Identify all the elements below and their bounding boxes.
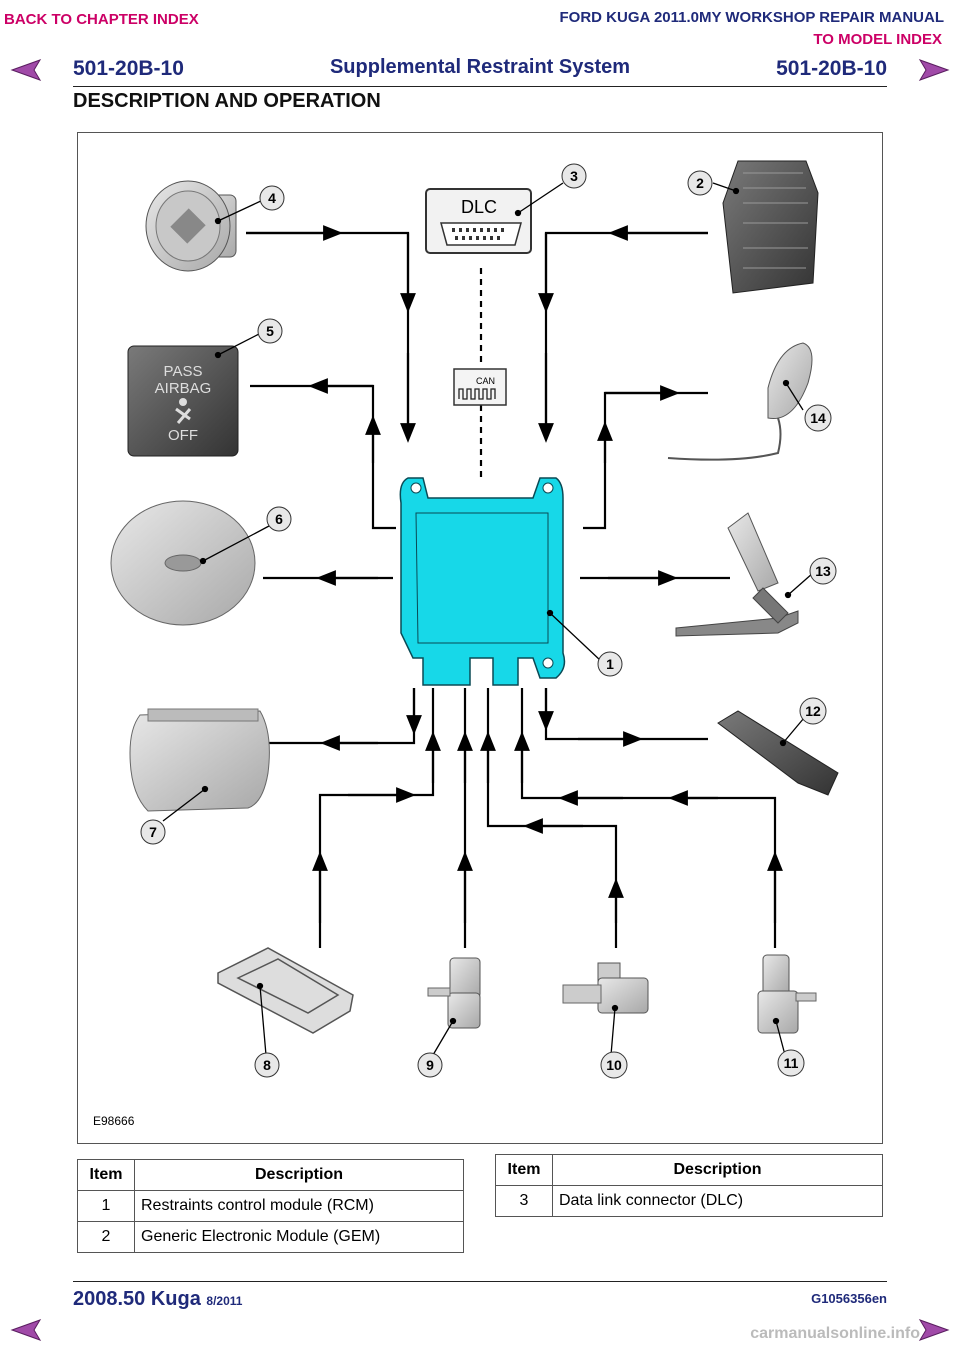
- header-rule: [73, 86, 887, 87]
- manual-title: FORD KUGA 2011.0MY WORKSHOP REPAIR MANUA…: [559, 9, 945, 26]
- svg-text:14: 14: [810, 410, 826, 426]
- system-title: Supplemental Restraint System: [329, 56, 631, 78]
- callout-11: 11: [777, 1049, 805, 1077]
- item-number: 1: [77, 1190, 135, 1222]
- component-retractor-pretensioner: [717, 710, 839, 796]
- srs-diagram-figure: DLC CAN: [77, 132, 883, 1144]
- table-row: 3 Data link connector (DLC): [495, 1185, 883, 1217]
- callout-6: 6: [266, 506, 292, 532]
- svg-text:4: 4: [268, 190, 276, 206]
- figure-id: E98666: [93, 1114, 135, 1128]
- dlc-text: DLC: [461, 197, 497, 217]
- component-buckle-pretensioner: [675, 512, 799, 637]
- component-rcm: [399, 477, 566, 686]
- item-description: Restraints control module (RCM): [134, 1190, 464, 1222]
- callout-8: 8: [254, 1052, 280, 1078]
- can-text: CAN: [476, 376, 495, 386]
- callout-leaders: [162, 182, 814, 1056]
- lamp-text-pass: PASS: [164, 363, 203, 380]
- callout-13: 13: [809, 557, 837, 585]
- back-to-chapter-index-link[interactable]: BACK TO CHAPTER INDEX: [4, 11, 199, 28]
- item-description: Data link connector (DLC): [552, 1185, 883, 1217]
- callout-7: 7: [140, 819, 166, 845]
- callout-12: 12: [799, 697, 827, 725]
- component-driver-airbag: [110, 500, 256, 626]
- svg-text:2: 2: [696, 175, 704, 191]
- callout-2: 2: [687, 170, 713, 196]
- lamp-text-off: OFF: [168, 427, 198, 444]
- table-row: 1 Restraints control module (RCM): [77, 1190, 464, 1222]
- svg-text:9: 9: [426, 1057, 434, 1073]
- item-number: 3: [495, 1185, 553, 1217]
- col-header-description: Description: [134, 1159, 464, 1191]
- callout-3: 3: [561, 163, 587, 189]
- component-side-impact-sensor-1: [427, 957, 481, 1029]
- srs-diagram: DLC CAN: [93, 160, 839, 1128]
- next-page-arrow-icon[interactable]: [912, 1318, 950, 1342]
- callout-4: 4: [259, 185, 285, 211]
- callout-badges: 4 3 2 5 14 6 13 1 12 7 8 9 10 11: [140, 163, 837, 1079]
- item-number: 2: [77, 1221, 135, 1253]
- component-clockspring: [145, 180, 237, 272]
- items-table-left: Item Description 1 Restraints control mo…: [77, 1159, 464, 1253]
- svg-text:3: 3: [570, 168, 578, 184]
- next-page-arrow-icon[interactable]: [912, 58, 950, 82]
- table-row: 2 Generic Electronic Module (GEM): [77, 1221, 464, 1253]
- svg-text:11: 11: [784, 1055, 799, 1071]
- component-dlc: DLC: [425, 188, 532, 254]
- lamp-text-airbag: AIRBAG: [155, 380, 212, 397]
- watermark: carmanualsonline.info: [750, 1325, 920, 1342]
- section-code-right: 501-20B-10: [776, 57, 887, 80]
- col-header-item: Item: [495, 1154, 553, 1186]
- component-front-impact-sensor: [562, 962, 649, 1014]
- footer-model-name: 2008.50 Kuga: [73, 1288, 201, 1310]
- svg-text:7: 7: [149, 824, 157, 840]
- svg-text:10: 10: [606, 1057, 622, 1073]
- can-bus-symbol: CAN: [453, 368, 507, 406]
- item-description: Generic Electronic Module (GEM): [134, 1221, 464, 1253]
- section-code-left: 501-20B-10: [73, 57, 184, 80]
- svg-text:12: 12: [805, 703, 821, 719]
- svg-text:8: 8: [263, 1057, 271, 1073]
- svg-text:5: 5: [266, 323, 274, 339]
- component-airbag-off-lamp: PASS AIRBAG OFF: [127, 345, 239, 457]
- to-model-index-link[interactable]: TO MODEL INDEX: [813, 31, 942, 48]
- col-header-item: Item: [77, 1159, 135, 1191]
- component-passenger-airbag: [129, 708, 270, 812]
- component-side-airbag: [667, 342, 813, 461]
- footer-doc-code: G1056356en: [811, 1291, 887, 1306]
- section-title: DESCRIPTION AND OPERATION: [73, 90, 381, 112]
- svg-text:13: 13: [815, 563, 831, 579]
- svg-text:6: 6: [275, 511, 283, 527]
- footer-rule: [73, 1281, 887, 1282]
- svg-text:1: 1: [606, 656, 614, 672]
- col-header-description: Description: [552, 1154, 883, 1186]
- component-seat-sensor-mat: [217, 947, 354, 1034]
- wiring-lines: [246, 225, 783, 948]
- callout-14: 14: [804, 404, 832, 432]
- callout-5: 5: [257, 318, 283, 344]
- items-table-right: Item Description 3 Data link connector (…: [495, 1154, 883, 1217]
- previous-page-arrow-icon[interactable]: [10, 58, 48, 82]
- component-gem: [722, 160, 819, 294]
- component-side-impact-sensor-2: [757, 954, 817, 1034]
- callout-10: 10: [600, 1051, 628, 1079]
- footer-model: 2008.50 Kuga 8/2011: [73, 1288, 242, 1311]
- footer-date: 8/2011: [206, 1294, 243, 1308]
- previous-page-arrow-icon[interactable]: [10, 1318, 48, 1342]
- callout-9: 9: [417, 1052, 443, 1078]
- callout-1: 1: [597, 651, 623, 677]
